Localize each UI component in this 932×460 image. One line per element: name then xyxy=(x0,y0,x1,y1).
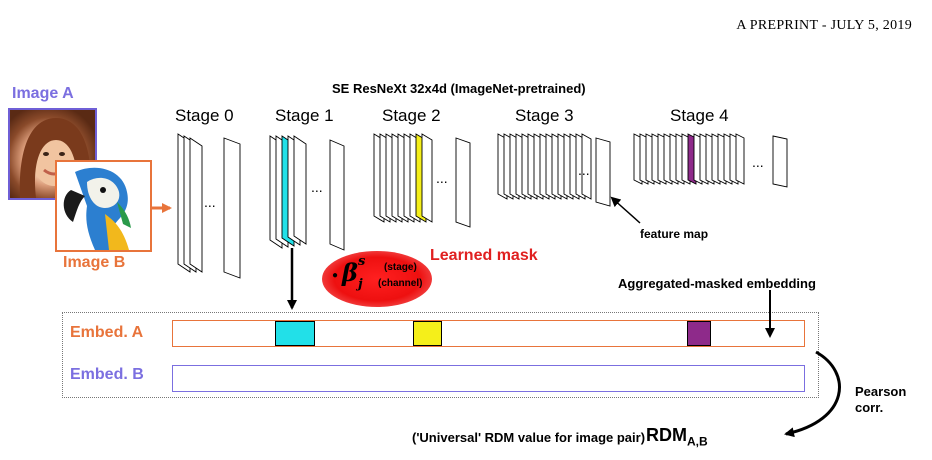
embed-a-stage4-chip xyxy=(687,321,711,346)
mask-stage-note: (stage) xyxy=(384,262,417,273)
stage-4-sheet xyxy=(735,133,745,185)
parrot-illustration xyxy=(63,167,131,250)
image-a-label: Image A xyxy=(12,85,74,102)
stage-4-ellipsis: ... xyxy=(752,154,764,170)
stage-3-label: Stage 3 xyxy=(515,106,574,125)
learned-mask-blob xyxy=(322,251,432,307)
stage-3-sheet xyxy=(581,133,592,200)
embed-b-label: Embed. B xyxy=(70,366,144,383)
stage-0-ellipsis: ... xyxy=(204,194,216,210)
mask-subscript: j xyxy=(358,277,363,292)
pearson-line-1: Pearson xyxy=(855,384,907,399)
stage-0-sheet xyxy=(223,137,241,279)
learned-mask-label: Learned mask xyxy=(430,247,538,264)
rdm-subscript: A,B xyxy=(687,434,708,449)
stage-2-label: Stage 2 xyxy=(382,106,441,125)
stage-1-label: Stage 1 xyxy=(275,106,334,125)
rdm-description: ('Universal' RDM value for image pair) xyxy=(412,430,646,445)
embed-a-bar xyxy=(172,320,805,347)
mask-beta-letter: β xyxy=(342,258,358,287)
mask-superscript: s xyxy=(358,254,366,269)
diagram-title: SE ResNeXt 32x4d (ImageNet-pretrained) xyxy=(332,81,586,96)
feature-map-stacks xyxy=(177,133,788,279)
stage-0-label: Stage 0 xyxy=(175,106,234,125)
page-header: A PREPRINT - JULY 5, 2019 xyxy=(736,18,912,33)
image-b-label: Image B xyxy=(63,254,126,271)
stage-1-sheet xyxy=(329,139,345,251)
pearson-arrow xyxy=(784,350,841,438)
rdm-symbol: RDMA,B xyxy=(646,425,708,449)
stage-2-ellipsis: ... xyxy=(436,170,448,186)
stage-1-ellipsis: ... xyxy=(311,179,323,195)
stage-2-sheet xyxy=(421,133,433,223)
stage-4-label: Stage 4 xyxy=(670,106,729,125)
feature-map-label: feature map xyxy=(640,227,709,241)
embed-a-stage2-chip xyxy=(413,321,442,346)
stage-3-sheet xyxy=(595,137,611,207)
pearson-line-2: corr. xyxy=(855,400,884,415)
stage-4-sheet xyxy=(772,135,788,188)
embed-b-bar xyxy=(172,365,805,392)
embed-a-stage1-chip xyxy=(275,321,315,346)
rdm-symbol-text: RDM xyxy=(646,425,687,445)
mask-star-icon: ● xyxy=(332,270,339,281)
image-b-photo xyxy=(55,160,152,252)
stage-0-sheet xyxy=(189,137,203,273)
stage-1-sheet xyxy=(293,135,307,245)
mask-channel-note: (channel) xyxy=(378,278,423,289)
embed-a-label: Embed. A xyxy=(70,324,144,341)
stage-2-sheet xyxy=(455,137,471,228)
aggregated-embedding-label: Aggregated-masked embedding xyxy=(618,276,816,291)
stage-3-ellipsis: ... xyxy=(578,162,590,178)
mask-beta-symbol: β xyxy=(342,258,358,287)
feature-map-arrow xyxy=(610,196,641,224)
pearson-label: Pearson corr. xyxy=(855,384,906,416)
